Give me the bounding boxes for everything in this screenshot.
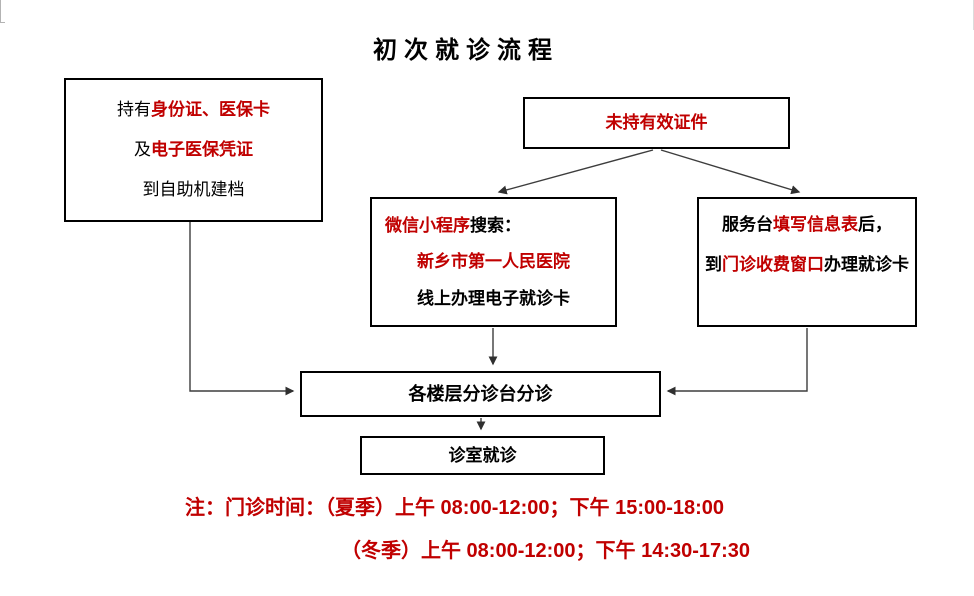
flow-box-no-valid-id: 未持有效证件 (523, 97, 790, 149)
text-segment: 后， (858, 215, 892, 234)
text-segment: 电子医保凭证 (151, 140, 253, 159)
note-clinic-hours-summer: 注：门诊时间：（夏季）上午 08:00-12:00；下午 15:00-18:00 (185, 497, 725, 519)
box-text-line: 及电子医保凭证 (134, 140, 253, 160)
box-text-line: 新乡市第一人民医院 (417, 252, 570, 272)
connector-noid-to-wechat (497, 149, 654, 195)
box-text-line: 诊室就诊 (449, 446, 517, 466)
text-segment: 线上办理电子就诊卡 (417, 288, 570, 308)
box-text-line: 各楼层分诊台分诊 (409, 384, 553, 404)
text-segment: 及 (134, 140, 151, 159)
flow-box-wechat-miniprogram: 微信小程序搜索： 新乡市第一人民医院 线上办理电子就诊卡 (370, 197, 617, 327)
page-edge-mark (0, 0, 1, 22)
flow-box-service-desk: 服务台填写信息表后， 到门诊收费窗口办理就诊卡 (697, 197, 917, 327)
text-segment: 到 (705, 255, 722, 274)
page-edge-mark (0, 22, 5, 23)
box-text-line: 到门诊收费窗口办理就诊卡 (705, 255, 909, 275)
text-segment: 到自助机建档 (142, 180, 245, 199)
flow-box-floor-triage: 各楼层分诊台分诊 (300, 371, 661, 417)
connector-servicedesk-to-triage (666, 328, 808, 396)
text-segment: 未持有效证件 (605, 113, 708, 132)
flow-box-clinic-visit: 诊室就诊 (360, 436, 605, 475)
text-segment: 服务台 (722, 215, 773, 234)
text-segment: 各楼层分诊台分诊 (408, 384, 553, 404)
connector-selfservice-to-triage (189, 222, 295, 396)
text-segment: 身份证、医保卡 (151, 100, 270, 119)
connector-noid-to-servicedesk (660, 149, 801, 195)
text-segment: 办理就诊卡 (824, 255, 909, 274)
text-segment: 新乡市第一人民医院 (417, 252, 570, 271)
box-text-line: 线上办理电子就诊卡 (417, 289, 570, 309)
flow-box-self-service-filing: 持有身份证、医保卡 及电子医保凭证 到自助机建档 (64, 78, 323, 222)
box-text-line: 微信小程序搜索： (372, 216, 521, 236)
box-text-line: 到自助机建档 (143, 180, 245, 200)
text-segment: 微信小程序 (385, 215, 470, 235)
text-segment: 搜索： (470, 215, 521, 235)
box-text-line: 服务台填写信息表后， (722, 215, 892, 235)
box-text-line: 未持有效证件 (606, 113, 708, 133)
text-segment: 诊室就诊 (448, 445, 517, 465)
box-text-line: 持有身份证、医保卡 (117, 100, 270, 120)
page-title: 初次就诊流程 (373, 37, 559, 64)
text-segment: 持有 (117, 100, 151, 119)
text-segment: 填写信息表 (773, 215, 858, 234)
note-clinic-hours-winter: （冬季）上午 08:00-12:00；下午 14:30-17:30 (341, 540, 751, 562)
text-segment: 门诊收费窗口 (722, 255, 824, 274)
